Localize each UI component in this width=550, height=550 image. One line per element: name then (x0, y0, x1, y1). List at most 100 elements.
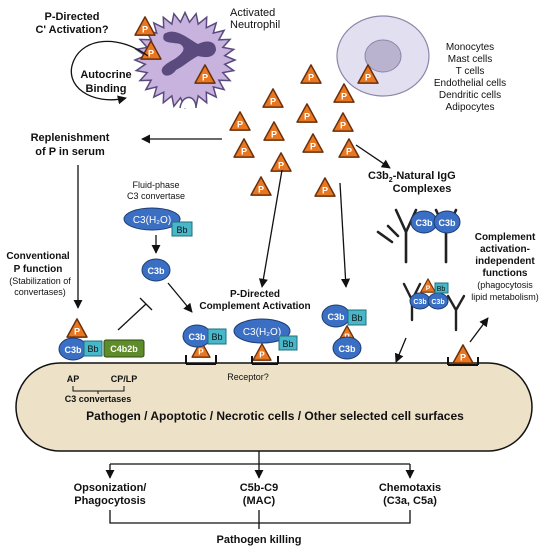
autocrine-arrow (70, 40, 149, 105)
cell-type-item: T cells (456, 66, 485, 77)
c3b-oval-icon (141, 258, 171, 282)
chemotaxis-label: Chemotaxis (379, 482, 441, 494)
bb-label: Bb (211, 332, 222, 342)
c3h2o-oval-icon (123, 207, 181, 231)
cell-surface-membrane (15, 362, 533, 452)
bb-square-icon (207, 328, 227, 345)
center-arrow (339, 182, 351, 288)
bb-label: Bb (176, 225, 187, 235)
c3b-oval-icon (332, 336, 362, 360)
properdin-icon (134, 16, 156, 36)
chemotaxis-label: (C3a, C5a) (383, 495, 437, 507)
p-directed-complement-label: P-Directed (230, 289, 280, 300)
convertase-bracket (72, 386, 125, 394)
c3b-label: C3b (415, 218, 433, 228)
fluid-phase-label: Fluid-phase (132, 180, 179, 190)
cell-type-item: Dendritic cells (439, 90, 501, 101)
independent-arrow (469, 317, 489, 343)
activated-neutrophil-label: Neutrophil (230, 19, 280, 31)
receptor-icon (447, 357, 479, 366)
properdin-icon (250, 176, 272, 196)
bb-square-icon (278, 335, 298, 351)
center-arrow (258, 169, 283, 288)
independent-functions-label: functions (483, 268, 528, 279)
properdin-icon (314, 177, 336, 197)
bb-label: Bb (87, 344, 98, 354)
c4b2b-label: C4b2b (110, 344, 138, 354)
bb-square-icon (171, 221, 193, 237)
antibody-y-icon (446, 294, 466, 332)
conventional-label: Conventional (6, 251, 70, 262)
replenishment-label: Replenishment (31, 132, 110, 144)
independent-functions-label: (phagocytosis (477, 280, 533, 290)
conventional-label: (Stabilization of (9, 276, 71, 286)
killing-bracket (109, 510, 411, 529)
pathogen-killing-label: Pathogen killing (217, 534, 302, 546)
antibody-arm-icon (376, 224, 400, 244)
bb-label: Bb (437, 286, 446, 293)
p-directed-activation-label: P-Directed (44, 11, 99, 23)
opsonization-label: Phagocytosis (74, 495, 146, 507)
replenishment-label: of P in serum (35, 146, 105, 158)
mac-label: C5b-C9 (240, 482, 279, 494)
receptor-label: Receptor? (227, 372, 269, 382)
c3h2o-label: C3(H₂O) (133, 215, 171, 226)
opsonization-label: Opsonization/ (74, 482, 147, 494)
properdin-icon (270, 152, 292, 172)
c3h2o-oval-icon (233, 318, 291, 344)
c3b-label: C3b (64, 345, 82, 355)
independent-functions-label: activation- (480, 244, 530, 255)
receptor-icon (251, 356, 279, 365)
p-directed-activation-label: C' Activation? (35, 24, 108, 36)
cell-type-item: Endothelial cells (434, 78, 506, 89)
independent-functions-label: lipid metabolism) (471, 292, 539, 302)
receptor-icon (185, 355, 217, 365)
c3b-deposition-arrow (167, 282, 193, 313)
autocrine-label: Autocrine (80, 69, 131, 81)
c3b-label: C3b (147, 266, 165, 276)
c3b-label: C3b (438, 218, 456, 228)
conventional-label: convertases) (14, 287, 66, 297)
independent-functions-label: Complement (475, 232, 536, 243)
neutrophil-nucleus-icon (161, 31, 216, 76)
properdin-icon (302, 133, 324, 153)
fluid-phase-label: C3 convertase (127, 191, 185, 201)
properdin-icon (233, 138, 255, 158)
c3b-label: C3b (188, 332, 206, 342)
cell-type-item: Mast cells (448, 54, 492, 65)
bb-square-icon (434, 282, 449, 294)
bb-square-icon (347, 309, 367, 326)
bb-square-icon (83, 340, 103, 357)
c3b2-igg-label: Complexes (393, 183, 452, 195)
c4b2b-icon (103, 339, 145, 358)
c3b-label: C3b (327, 312, 345, 322)
cplp-label: CP/LP (111, 374, 138, 384)
c3b-label: C3b (431, 299, 444, 306)
c3b2-igg-label: C3b2-Natural IgG (368, 170, 456, 184)
independent-functions-label: independent (475, 256, 535, 267)
properdin-icon (420, 278, 436, 293)
properdin-icon (300, 64, 322, 84)
properdin-icon (262, 88, 284, 108)
properdin-icon (263, 121, 285, 141)
ap-label: AP (67, 374, 80, 384)
properdin-icon (229, 111, 251, 131)
c3b-label: C3b (338, 344, 356, 354)
c3-convertases-label: C3 convertases (65, 394, 132, 404)
cell-nucleus-icon (364, 39, 402, 73)
properdin-icon (452, 344, 474, 364)
activated-neutrophil-label: Activated (230, 7, 275, 19)
free-properdin-cloud (229, 64, 360, 197)
neutrophil-notch (179, 96, 197, 109)
c3h2o-label: C3(H₂O) (243, 327, 281, 338)
bb-label: Bb (282, 339, 293, 349)
surface-complex-arrow (394, 337, 407, 363)
properdin-icon (252, 343, 272, 361)
properdin-icon (338, 138, 360, 158)
conventional-label: P function (14, 264, 63, 275)
c3b-oval-icon (433, 210, 461, 234)
properdin-icon (66, 318, 88, 338)
cell-surface-label: Pathogen / Apoptotic / Necrotic cells / … (86, 409, 464, 423)
cell-type-item: Monocytes (446, 42, 494, 53)
